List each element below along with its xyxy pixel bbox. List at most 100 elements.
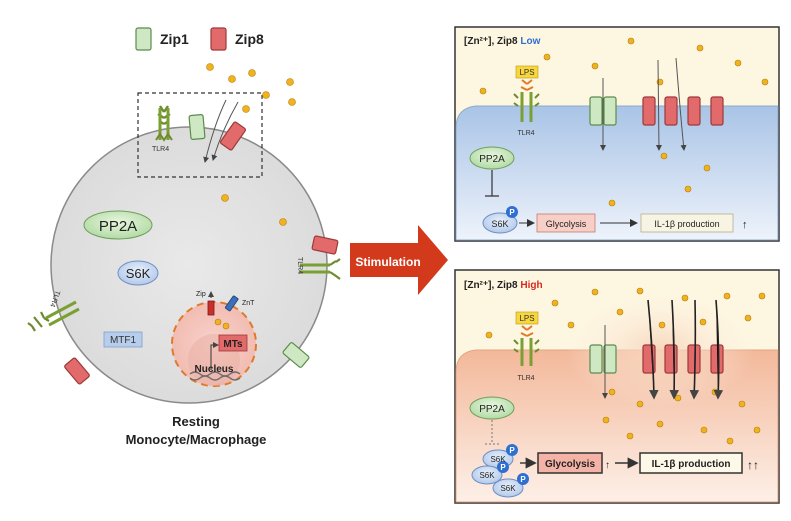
panel-high-s6k-label-2: S6K xyxy=(479,471,495,480)
panel-low-pp2a xyxy=(469,146,515,170)
panel-high-s6k-label-1: S6K xyxy=(490,455,506,464)
znt-label: ZnT xyxy=(242,300,255,307)
tlr4-receptor-right xyxy=(300,258,341,280)
panel-high-tlr4-receptor xyxy=(513,338,540,366)
panel-high-glycolysis-change: ↑ xyxy=(605,460,610,471)
zip8-legend-swatch xyxy=(210,27,227,51)
s6k-protein xyxy=(117,260,159,286)
panel-low-pp2a-label: PP2A xyxy=(479,154,505,165)
zip1-transporter-bottom-right xyxy=(282,342,310,368)
cell-caption-line1: Resting xyxy=(172,414,220,429)
panel-high-phospho-1 xyxy=(506,444,518,456)
panel-high-p-label-3: P xyxy=(520,475,526,484)
panel-low-il1b-box xyxy=(640,213,734,233)
panel-low-phospho xyxy=(506,206,518,218)
panel-low-zip1-a xyxy=(589,96,603,126)
panel-high: [Zn²⁺], Zip8 High xyxy=(454,269,780,504)
panel-high-il1b-change: ↑↑ xyxy=(747,458,759,472)
panel-high-zip8-flux-1 xyxy=(647,299,659,400)
zip8-transporter-right xyxy=(311,235,339,255)
tlr4-receptor-top xyxy=(155,105,173,142)
tlr4-receptor-left xyxy=(27,300,80,332)
zip8-transporter-top xyxy=(219,121,247,151)
panel-low-zip8-flux-1 xyxy=(655,59,662,151)
zip1-legend-swatch xyxy=(135,27,152,51)
mtf1-box xyxy=(103,331,143,348)
tlr4-top-label: TLR4 xyxy=(152,146,169,153)
panel-low-il1b-change: ↑ xyxy=(742,219,748,231)
zip1-legend-label: Zip1 xyxy=(160,31,189,47)
panel-high-s6k-label-3: S6K xyxy=(500,484,516,493)
panel-high-tlr4-label: TLR4 xyxy=(517,375,534,382)
panel-high-s6k-cluster xyxy=(471,444,529,498)
transcription-arrow xyxy=(210,342,219,370)
panel-low-il1b-label: IL-1β production xyxy=(654,219,719,229)
panel-low-p-label: P xyxy=(509,208,515,217)
panel-low-glycolysis-box xyxy=(536,213,596,233)
panel-high-zip8-b xyxy=(664,344,678,374)
znt-transporter xyxy=(224,295,239,312)
panel-low-zip8-a xyxy=(642,96,656,126)
panel-high-lps-badge xyxy=(515,311,539,325)
zinc-ion-nucleus xyxy=(214,318,222,326)
panel-high-zip1-b xyxy=(603,344,617,374)
panel-low-lps-molecule xyxy=(520,79,534,91)
panel-high-lps-molecule xyxy=(520,325,534,337)
zip8-legend-label: Zip8 xyxy=(235,31,264,47)
panel-low-tlr4-label: TLR4 xyxy=(517,130,534,137)
panel-low-zinc-ions xyxy=(479,37,769,207)
panel-high-zinc-glow xyxy=(565,292,755,408)
panel-high-zip8-flux-4 xyxy=(713,299,724,400)
panel-high-zip8-flux-2 xyxy=(669,299,679,400)
panel-low-glycolysis-label: Glycolysis xyxy=(546,219,587,229)
panel-high-s6k-2 xyxy=(471,465,503,485)
panel-low-zip8-flux-2 xyxy=(675,57,687,151)
panel-high-p-label-2: P xyxy=(500,463,506,472)
zip-vesicle-transporter xyxy=(207,291,215,316)
panel-low-zip8-b xyxy=(664,96,678,126)
zinc-influx-arrow-1 xyxy=(203,99,227,163)
panel-high-zip8-d xyxy=(710,344,724,374)
resting-cell: TLR4 TLR4 TLR4 PP2A S6K MTF1 xyxy=(27,63,341,447)
panel-high-zip1-a xyxy=(589,344,603,374)
panel-high-zip8-flux-3 xyxy=(689,299,700,400)
panel-high-lps-label: LPS xyxy=(519,314,534,323)
panel-low-zip8-d xyxy=(710,96,724,126)
panel-high-p-label-1: P xyxy=(509,446,515,455)
panel-low-lps-badge xyxy=(515,65,539,79)
mtf1-label: MTF1 xyxy=(110,335,137,346)
s6k-label: S6K xyxy=(126,266,151,281)
mts-gene-box xyxy=(218,334,248,352)
legend: Zip1 Zip8 xyxy=(135,27,264,51)
panel-low-inhibition xyxy=(485,170,499,197)
zip1-transporter-top xyxy=(188,114,206,140)
panel-low-lps-label: LPS xyxy=(519,68,534,77)
panel-high-s6k-3 xyxy=(492,478,524,498)
cell-caption-line2: Monocyte/Macrophage xyxy=(126,432,267,447)
pp2a-protein xyxy=(83,210,153,240)
zoom-region-box xyxy=(137,92,263,178)
panel-low-tlr4-receptor xyxy=(513,92,540,122)
panel-high-glycolysis-box xyxy=(537,452,603,474)
panel-high-zip8-c xyxy=(687,344,701,374)
panel-high-il1b-label: IL-1β production xyxy=(652,459,731,470)
panel-low-zip8-c xyxy=(687,96,701,126)
pp2a-label: PP2A xyxy=(99,218,137,235)
panel-low-title: [Zn²⁺], Zip8 Low xyxy=(464,36,541,47)
panel-high-weak-inhibition xyxy=(485,420,499,445)
mts-label: MTs xyxy=(223,339,243,350)
panel-high-title: [Zn²⁺], Zip8 High xyxy=(464,280,543,291)
zinc-ions-outside xyxy=(206,63,296,226)
stimulation-arrow: Stimulation xyxy=(350,225,448,295)
dna-strand-2 xyxy=(189,375,241,381)
panel-low-s6k xyxy=(482,212,518,234)
panel-low-zip1-b xyxy=(603,96,617,126)
panel-high-phospho-2 xyxy=(497,461,509,473)
zip-label: Zip xyxy=(196,291,206,298)
panel-low-s6k-label: S6K xyxy=(491,219,508,229)
stimulation-label: Stimulation xyxy=(355,255,420,269)
dna-strand xyxy=(189,371,241,377)
panel-high-il1b-box xyxy=(639,452,743,474)
panel-high-pp2a-label: PP2A xyxy=(479,404,505,415)
